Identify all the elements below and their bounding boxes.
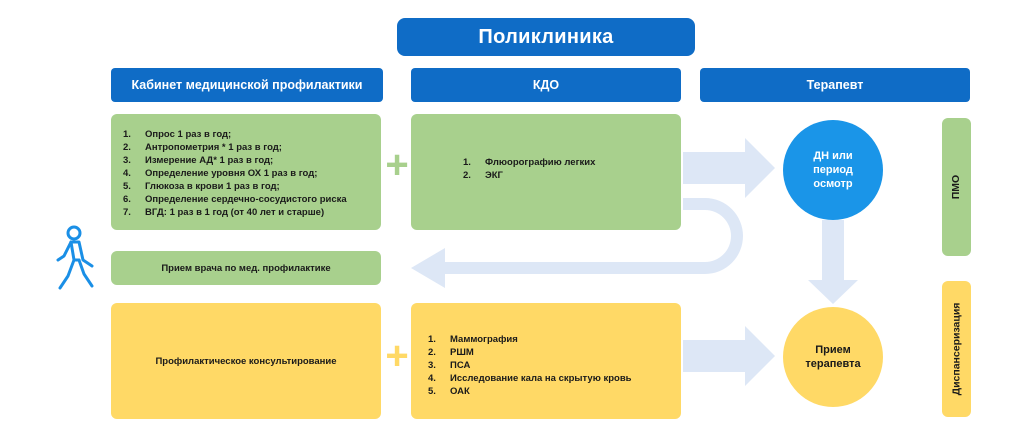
list-item: 2.ЭКГ xyxy=(463,170,503,181)
arrow-dn-to-therapist xyxy=(808,220,858,304)
dispensarization-sidebar: Диспансеризация xyxy=(942,281,971,417)
page-title: Поликлиника xyxy=(397,18,695,56)
screening-list: 1.Маммография 2.РШМ 3.ПСА 4.Исследование… xyxy=(428,333,681,398)
list-item: 1.Опрос 1 раз в год; xyxy=(123,129,232,140)
kdo-tests-box: 1.Флюорографию легких 2.ЭКГ xyxy=(411,114,681,230)
prevention-checklist: 1.Опрос 1 раз в год; 2.Антропометрия * 1… xyxy=(123,128,381,219)
column-header-prevention: Кабинет медицинской профилактики xyxy=(111,68,383,102)
list-item: 2.РШМ xyxy=(428,347,474,358)
dn-circle: ДН или период осмотр xyxy=(783,120,883,220)
therapist-circle-line: терапевта xyxy=(805,358,861,370)
list-item: 7.ВГД: 1 раз в 1 год (от 40 лет и старше… xyxy=(123,207,325,218)
list-item: 5.Глюкоза в крови 1 раз в год; xyxy=(123,181,280,192)
counseling-box: Профилактическое консультирование xyxy=(111,303,381,419)
pmo-label: ПМО xyxy=(950,174,963,200)
walking-person-icon xyxy=(56,225,94,290)
therapist-circle-line: Прием xyxy=(815,344,851,356)
dispensarization-label: Диспансеризация xyxy=(950,302,963,396)
dn-circle-line: ДН или xyxy=(813,150,853,162)
column-header-kdo: КДО xyxy=(411,68,681,102)
dn-circle-line: осмотр xyxy=(813,178,853,190)
list-item: 2.Антропометрия * 1 раз в год; xyxy=(123,142,282,153)
arrow-kdo-to-dn xyxy=(683,138,775,198)
list-item: 1.Флюорографию легких xyxy=(463,157,596,168)
plus-icon: + xyxy=(385,334,409,378)
list-item: 4.Исследование кала на скрытую кровь xyxy=(428,373,632,384)
dn-circle-line: период xyxy=(813,164,853,176)
list-item: 4.Определение уровня ОХ 1 раз в год; xyxy=(123,168,318,179)
pmo-sidebar: ПМО xyxy=(942,118,971,256)
list-item: 3.Измерение АД* 1 раз в год; xyxy=(123,155,274,166)
list-item: 3.ПСА xyxy=(428,360,471,371)
column-header-therapist: Терапевт xyxy=(700,68,970,102)
kdo-tests-list: 1.Флюорографию легких 2.ЭКГ xyxy=(463,156,681,182)
list-item: 6.Определение сердечно-сосудистого риска xyxy=(123,194,347,205)
prevention-checklist-box: 1.Опрос 1 раз в год; 2.Антропометрия * 1… xyxy=(111,114,381,230)
plus-icon: + xyxy=(385,143,409,187)
arrow-return-to-doctor xyxy=(411,198,743,288)
therapist-visit-circle: Прием терапевта xyxy=(783,307,883,407)
arrow-screening-to-therapist xyxy=(683,326,775,386)
doctor-appointment-box: Прием врача по мед. профилактике xyxy=(111,251,381,285)
list-item: 5.ОАК xyxy=(428,386,470,397)
screening-box: 1.Маммография 2.РШМ 3.ПСА 4.Исследование… xyxy=(411,303,681,419)
list-item: 1.Маммография xyxy=(428,334,518,345)
